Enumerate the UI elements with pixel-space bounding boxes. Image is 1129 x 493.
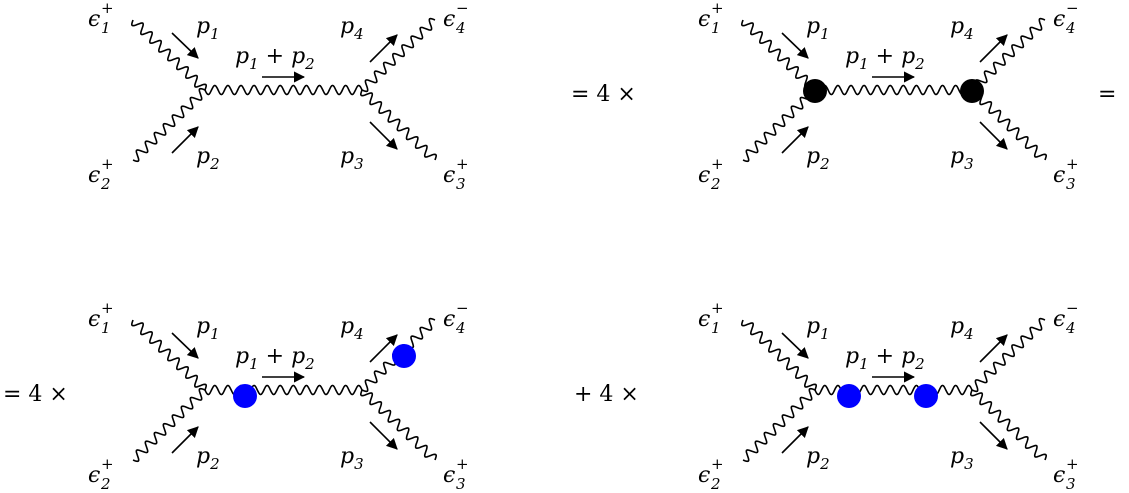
diagram-blue-vertex-and-leg: ϵ1+ ϵ2+ ϵ3+ ϵ4− p1 p2 p3 p4 p1 + p2 [88,299,469,493]
label-p1-plus-p2: p1 + p2 [845,44,925,73]
momentum-arrow-p4 [979,34,1008,63]
photon-propagator [204,384,363,396]
momentum-arrow-p3 [369,421,398,450]
label-epsilon-1: ϵ1+ [88,299,114,337]
label-epsilon-2: ϵ2+ [88,155,114,193]
label-p2: p2 [806,444,830,473]
diagram-blue-propagator: ϵ1+ ϵ2+ ϵ3+ ϵ4− p1 p2 p3 p4 p1 + p2 [698,299,1079,493]
momentum-arrow-p3 [979,421,1008,450]
photon-line-3 [969,389,1048,461]
label-p1: p1 [806,314,830,343]
label-epsilon-1: ϵ1+ [698,0,724,37]
vertex-blob-leg-4 [392,344,416,368]
momentum-arrow-p1 [781,332,809,359]
vertex-blob-left-vertex [803,79,827,103]
photon-line-4 [361,17,436,93]
photon-line-2 [132,87,206,163]
vertex-blob-right-vertex [960,79,984,103]
label-p2: p2 [196,444,220,473]
label-p4: p4 [340,314,364,343]
label-p1: p1 [196,314,220,343]
photon-line-3 [359,89,438,161]
relation-top-end: = [1098,82,1116,107]
photon-line-4 [971,317,1046,393]
diagram-plain: ϵ1+ ϵ2+ ϵ3+ ϵ4− p1 p2 p3 p4 p1 + p2 [88,0,469,193]
label-p1: p1 [196,14,220,43]
label-p1-plus-p2: p1 + p2 [235,44,315,73]
photon-line-1 [130,319,208,391]
vertex-blob-left-vertex [233,384,257,408]
label-p1-plus-p2: p1 + p2 [845,344,925,373]
label-epsilon-2: ϵ2+ [88,455,114,493]
relation-top-mid: = 4 × [571,82,636,107]
momentum-arrow-p3 [979,121,1008,150]
photon-propagator [204,84,363,96]
photon-line-3 [359,389,438,461]
momentum-arrow-p4 [369,34,398,63]
photon-line-4 [971,17,1046,93]
photon-line-2 [132,387,206,463]
momentum-arrow-p2 [781,126,809,154]
label-p2: p2 [196,144,220,173]
photon-line-3 [969,89,1048,161]
momentum-arrow-p4 [369,334,398,363]
label-p4: p4 [950,14,974,43]
label-epsilon-3: ϵ3+ [443,455,469,493]
relation-bottom-mid: + 4 × [574,382,639,407]
momentum-arrow-p2 [171,126,199,154]
label-epsilon-3: ϵ3+ [1053,155,1079,193]
label-epsilon-3: ϵ3+ [1053,455,1079,493]
label-p1-plus-p2: p1 + p2 [235,344,315,373]
vertex-blob-prop-left [837,384,861,408]
diagram-black-vertices: ϵ1+ ϵ2+ ϵ3+ ϵ4− p1 p2 p3 p4 p1 + p2 [698,0,1079,193]
label-p1: p1 [806,14,830,43]
label-p3: p3 [950,144,974,173]
label-epsilon-4: ϵ4− [443,299,469,337]
label-epsilon-1: ϵ1+ [88,0,114,37]
momentum-arrow-p4 [979,334,1008,363]
label-p2: p2 [806,144,830,173]
photon-line-2 [742,87,816,163]
momentum-arrow-p1 [171,332,199,359]
label-epsilon-3: ϵ3+ [443,155,469,193]
label-p3: p3 [950,444,974,473]
vertex-blob-prop-right [914,384,938,408]
label-epsilon-2: ϵ2+ [698,155,724,193]
label-p4: p4 [950,314,974,343]
label-epsilon-1: ϵ1+ [698,299,724,337]
photon-line-1 [130,19,208,91]
photon-line-1 [740,19,818,91]
momentum-arrow-p2 [171,426,199,454]
label-p3: p3 [340,444,364,473]
photon-propagator [814,84,973,96]
label-epsilon-4: ϵ4− [1053,0,1079,37]
photon-line-1 [740,319,818,391]
label-epsilon-2: ϵ2+ [698,455,724,493]
momentum-arrow-p1 [781,32,809,59]
label-p4: p4 [340,14,364,43]
label-p3: p3 [340,144,364,173]
relation-bottom-start: = 4 × [3,382,68,407]
label-epsilon-4: ϵ4− [1053,299,1079,337]
momentum-arrow-p1 [171,32,199,59]
momentum-arrow-p3 [369,121,398,150]
label-epsilon-4: ϵ4− [443,0,469,37]
momentum-arrow-p2 [781,426,809,454]
photon-line-2 [742,387,816,463]
